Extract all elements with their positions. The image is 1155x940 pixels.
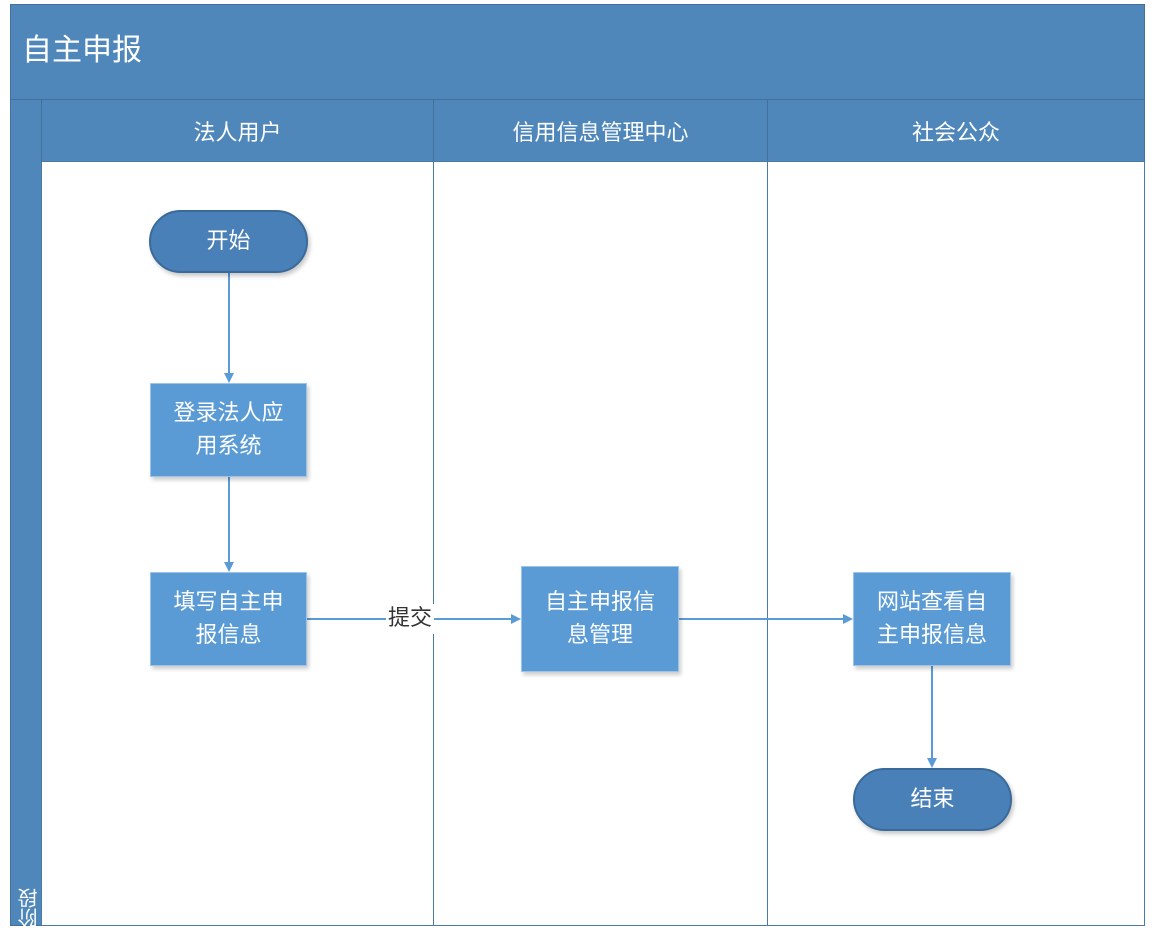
info-management-process-node: 自主申报信 息管理 — [521, 566, 679, 672]
lane-header-public: 社会公众 — [767, 99, 1145, 162]
lane-header-credit-center: 信用信息管理中心 — [433, 99, 768, 162]
end-node: 结束 — [853, 768, 1012, 831]
diagram-title: 自主申报 — [22, 33, 142, 68]
login-process-node: 登录法人应 用系统 — [150, 383, 307, 477]
fill-info-process-node: 填写自主申 报信息 — [150, 572, 307, 666]
view-info-process-node: 网站查看自 主申报信息 — [853, 572, 1011, 666]
start-node: 开始 — [149, 210, 308, 273]
lane-body-legal-user — [41, 161, 434, 926]
lane-header-legal-user: 法人用户 — [41, 99, 434, 162]
phase-bar — [10, 99, 42, 926]
edge-label-submit: 提交 — [386, 604, 435, 634]
lane-body-credit-center — [433, 161, 768, 926]
